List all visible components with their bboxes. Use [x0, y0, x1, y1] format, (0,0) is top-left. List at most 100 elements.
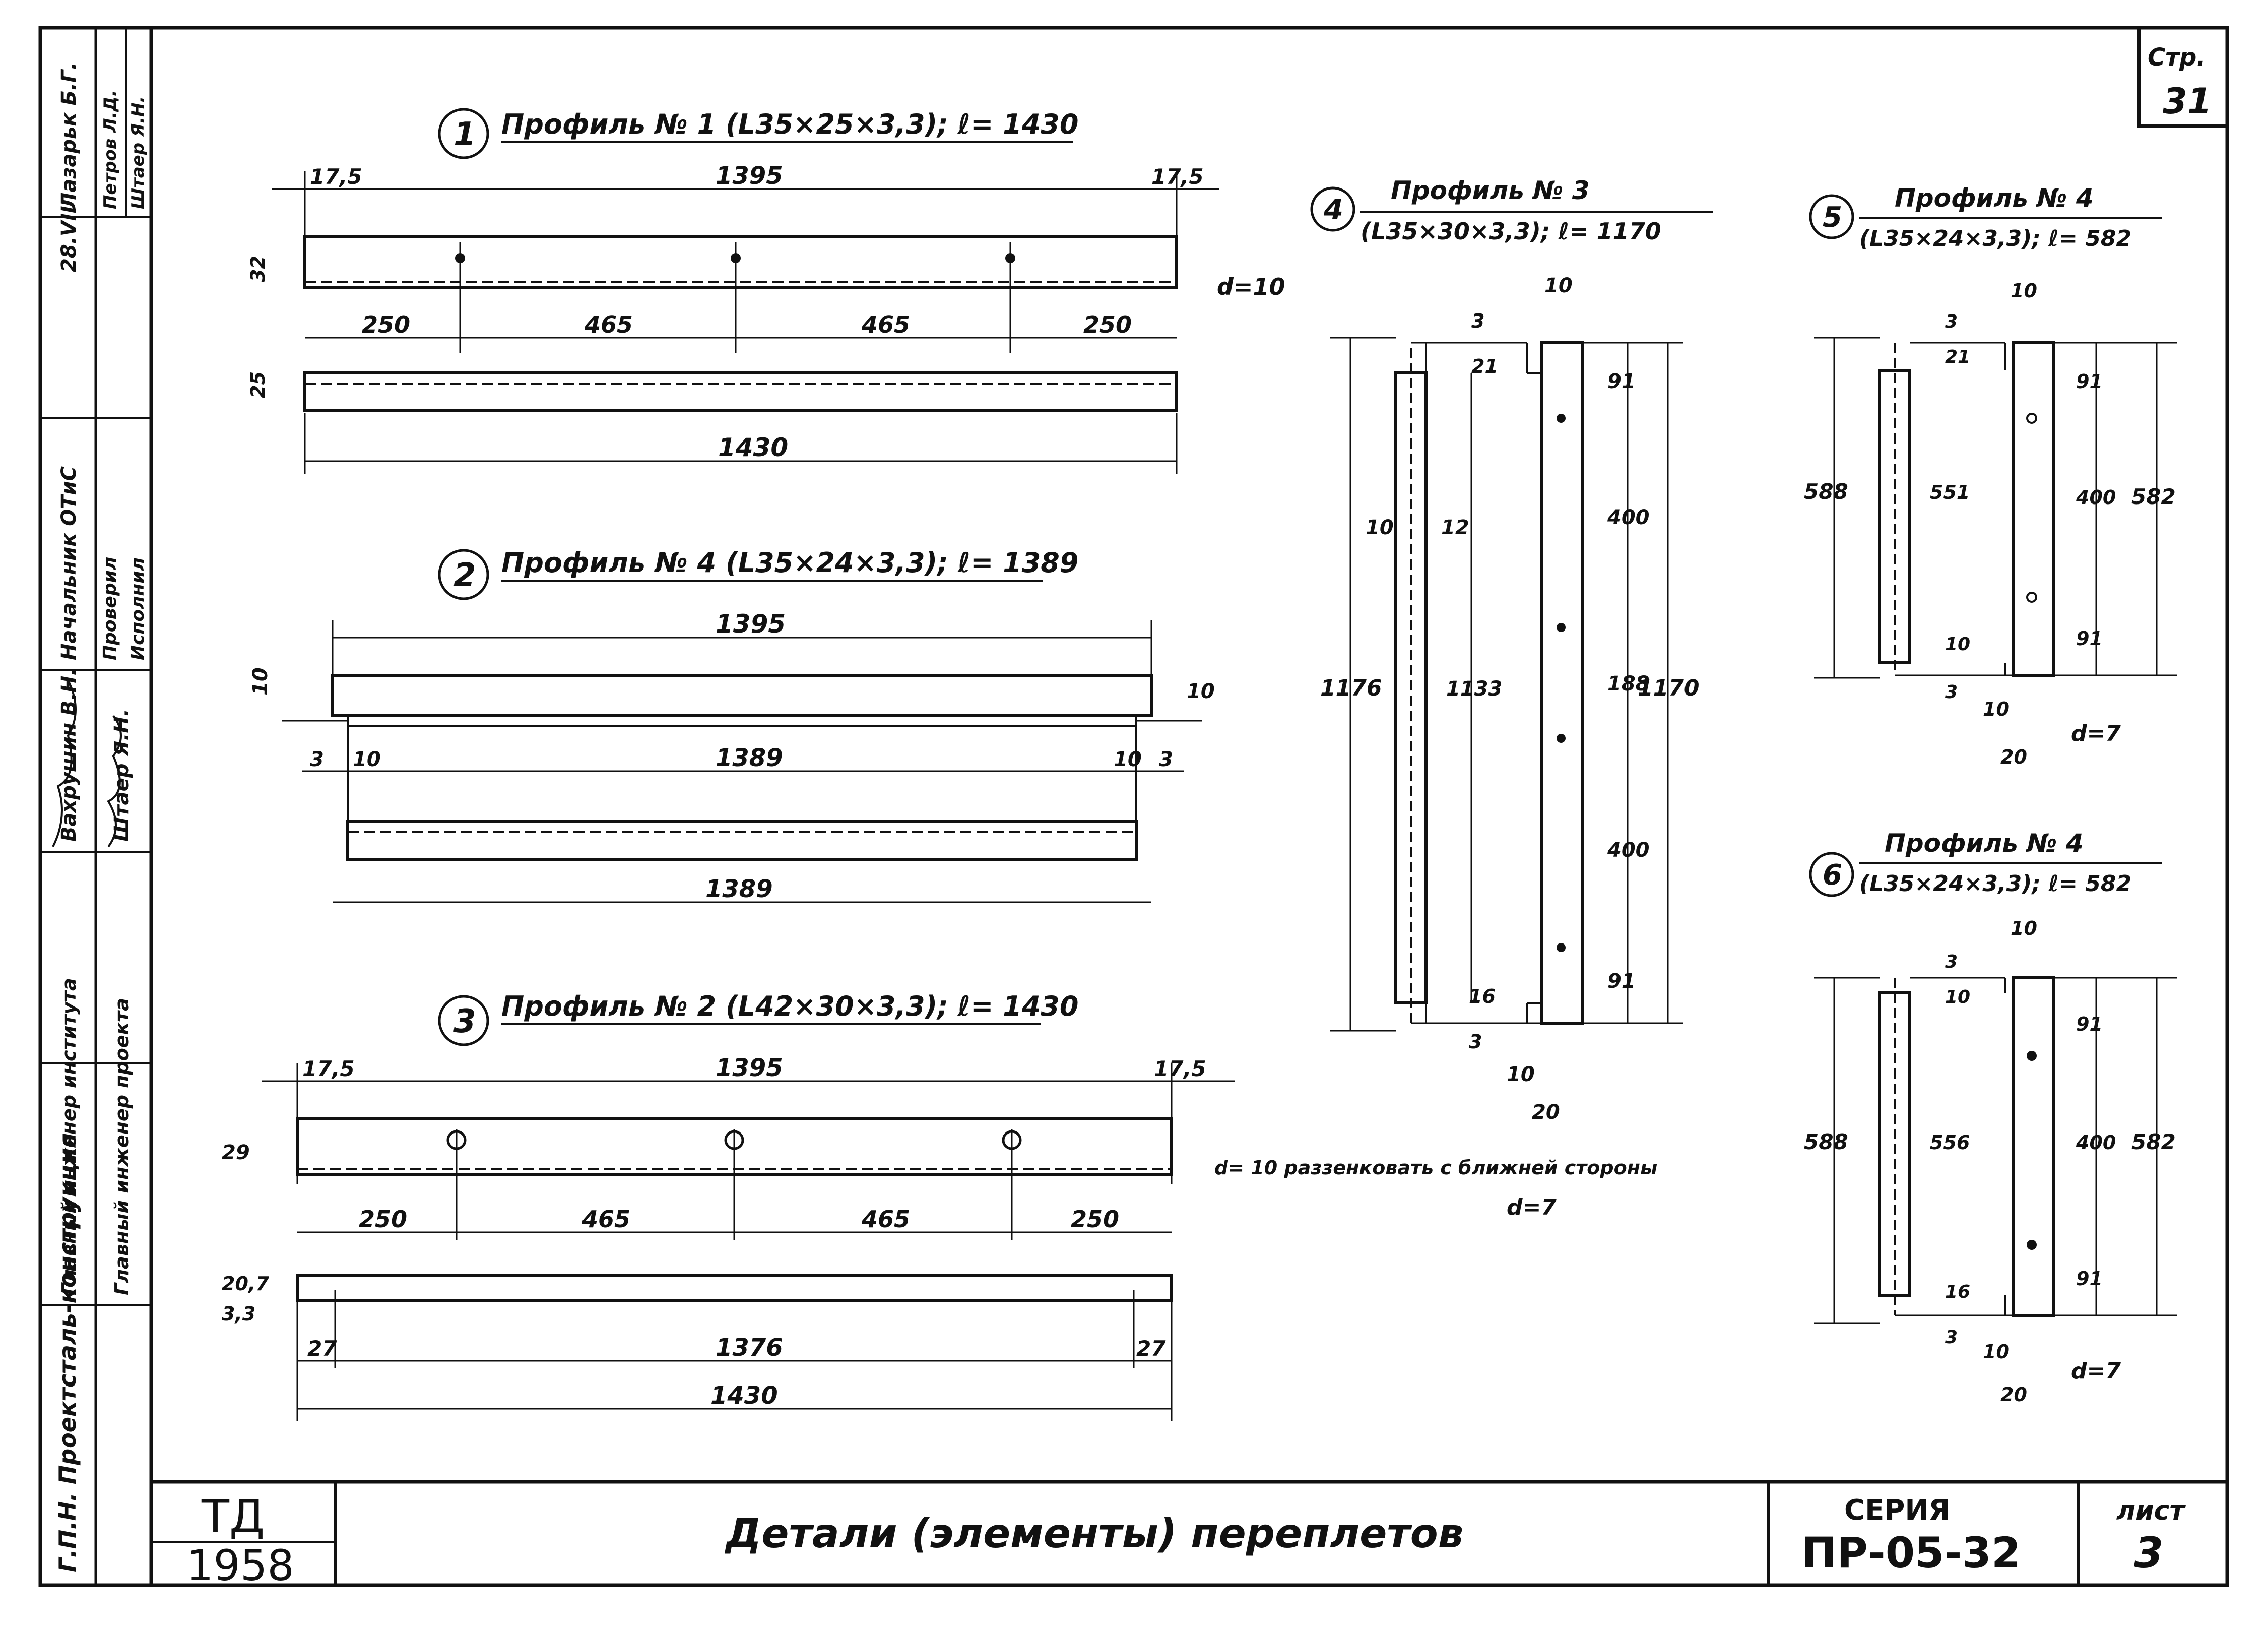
detail-4-dim-p: 10: [1507, 1063, 1535, 1086]
detail-3-dim-l: 1376: [716, 1334, 783, 1362]
detail-6-number: 6: [1823, 859, 1842, 892]
detail-1-dim-e: 250: [362, 311, 410, 338]
detail-6-dim-k: 3: [1945, 1327, 1958, 1348]
detail-1-number: 1: [453, 116, 476, 153]
detail-4-angle-right: [1540, 341, 1584, 1025]
detail-5-dim-h: 582: [2131, 484, 2176, 509]
detail-4-dim-g: 400: [1607, 506, 1650, 529]
series-value: ПР-05-32: [1801, 1528, 2021, 1578]
detail-3-dim-k: 27: [307, 1336, 337, 1361]
detail-4-dim-a: 10: [1544, 274, 1573, 297]
detail-6-angle-right: [2012, 976, 2055, 1317]
detail-5-dim-b: 3: [1945, 311, 1958, 332]
detail-6-dim-g: 400: [2076, 1131, 2116, 1154]
detail-4-dim-m: 16: [1469, 985, 1496, 1008]
detail-4-subtitle: (L35×30×3,3); ℓ= 1170: [1360, 218, 1661, 245]
detail-2-dim-e: 10: [353, 748, 381, 771]
detail-6-dim-d: 91: [2076, 1013, 2103, 1035]
detail-6-dim-c: 10: [1945, 987, 1970, 1008]
detail-5-subtitle: (L35×24×3,3); ℓ= 582: [1859, 226, 2131, 251]
detail-4-dim-c: 21: [1471, 355, 1498, 377]
detail-5-dim-f: 551: [1930, 481, 1970, 503]
detail-5-title: Профиль № 4: [1895, 183, 2094, 213]
detail-5-dim-i: 10: [1945, 634, 1970, 655]
detail-1-dim-b: 1395: [716, 162, 783, 190]
detail-6-title: Профиль № 4: [1885, 829, 2084, 858]
detail-5-note: d=7: [2071, 721, 2121, 746]
stamp-role-4: Проверил: [100, 557, 120, 660]
detail-6-dim-e: 588: [1804, 1129, 1848, 1154]
detail-2-number: 2: [453, 557, 476, 594]
detail-1-dim-d: 32: [247, 256, 269, 282]
year: 1958: [186, 1541, 294, 1590]
stamp-name-5: Штаер Я.Н.: [128, 96, 148, 209]
sheet-value: 3: [2134, 1528, 2163, 1578]
detail-6-subtitle: (L35×24×3,3); ℓ= 582: [1859, 871, 2131, 897]
page-number: 31: [2163, 81, 2212, 122]
stamp-name-4: Петров Л.Д.: [100, 90, 120, 209]
detail-4-dim-n: 91: [1607, 970, 1636, 993]
detail-4-dim-e: 10: [1366, 516, 1394, 539]
detail-3: 3 Профиль № 2 (L42×30×3,3); ℓ= 1430 17,5…: [222, 990, 1657, 1421]
detail-6-dim-a: 10: [2011, 917, 2037, 939]
detail-5-dim-j: 91: [2076, 627, 2103, 650]
detail-3-dim-c: 17,5: [1154, 1056, 1206, 1081]
sheet-label: лист: [2116, 1496, 2186, 1526]
detail-3-dim-e: 250: [359, 1206, 407, 1233]
detail-4-dim-l: 400: [1607, 839, 1650, 862]
stamp-role-2: Главный инженер проекта: [111, 998, 133, 1295]
detail-1: 1 Профиль № 1 (L35×25×3,3); ℓ= 1430 17,5…: [247, 108, 1285, 474]
detail-5-dim-c: 21: [1945, 347, 1970, 367]
detail-2-dim-a: 1395: [716, 609, 786, 639]
detail-1-dim-i: 25: [247, 371, 269, 398]
detail-6-dim-f: 556: [1930, 1131, 1970, 1154]
detail-6: 6 Профиль № 4 (L35×24×3,3); ℓ= 582 10 3 …: [1804, 829, 2177, 1406]
detail-5-angle-right: [2012, 341, 2055, 677]
page-number-box: Стр. 31: [2137, 26, 2229, 128]
detail-4-dim-h: 188: [1607, 672, 1650, 696]
logo: ТД: [201, 1490, 265, 1543]
detail-6-dim-l: 10: [1983, 1341, 2010, 1363]
detail-3-dim-d: 29: [222, 1141, 250, 1164]
detail-4-dim-k: 1170: [1638, 675, 1699, 701]
detail-4-dim-o: 3: [1469, 1031, 1482, 1053]
detail-4-dim-b: 3: [1471, 310, 1484, 332]
title-block: ТД 1958 Детали (элементы) переплетов СЕР…: [151, 1480, 2227, 1590]
detail-6-dim-h: 582: [2131, 1129, 2176, 1154]
detail-3-note: d= 10 раззенковать с ближней стороны: [1214, 1157, 1657, 1179]
detail-5-dim-e: 588: [1804, 479, 1848, 504]
detail-6-dim-i: 16: [1945, 1282, 1970, 1302]
detail-3-dim-j: 3,3: [222, 1303, 255, 1325]
stamp-role-1: Главный инженер института: [58, 978, 80, 1295]
detail-3-dim-n: 1430: [710, 1381, 778, 1410]
detail-4-dim-i: 1176: [1320, 675, 1382, 701]
detail-1-angle-bottom: [303, 371, 1178, 412]
detail-5-dim-a: 10: [2011, 280, 2037, 302]
detail-2-dim-d: 3: [310, 748, 324, 771]
detail-4-number: 4: [1323, 194, 1343, 226]
series-label: СЕРИЯ: [1844, 1494, 1950, 1527]
detail-3-dim-a: 17,5: [302, 1056, 355, 1081]
detail-3-angle-bottom: [296, 1274, 1173, 1302]
drawing-title: Детали (элементы) переплетов: [724, 1510, 1463, 1557]
detail-3-title: Профиль № 2 (L42×30×3,3); ℓ= 1430: [501, 990, 1078, 1022]
detail-2-dim-g: 10: [1114, 748, 1142, 771]
stamp-block: Г.П.Н. Проектсталь-конструкция Главный и…: [52, 62, 148, 1572]
detail-6-dim-b: 3: [1945, 952, 1958, 972]
detail-1-dim-c: 17,5: [1151, 164, 1204, 189]
detail-4-dim-q: 20: [1532, 1101, 1560, 1124]
signature-1: [52, 680, 77, 847]
detail-1-dim-j: 1430: [718, 433, 788, 462]
detail-2-angle-bottom: [346, 820, 1138, 861]
detail-1-angle-top: [303, 235, 1178, 289]
stamp-org: Г.П.Н. Проектсталь-конструкция: [54, 1133, 81, 1572]
detail-2-dim-f: 1389: [716, 744, 783, 772]
page-label: Стр.: [2148, 43, 2206, 72]
detail-2: 2 Профиль № 4 (L35×24×3,3); ℓ= 1389 1395…: [249, 547, 1215, 903]
detail-5-dim-d: 91: [2076, 370, 2103, 393]
detail-4-dim-j: 1133: [1446, 677, 1502, 701]
detail-5-dim-l: 10: [1983, 698, 2010, 720]
detail-6-dim-m: 20: [2000, 1383, 2027, 1406]
detail-1-dim-f: 465: [584, 311, 633, 338]
